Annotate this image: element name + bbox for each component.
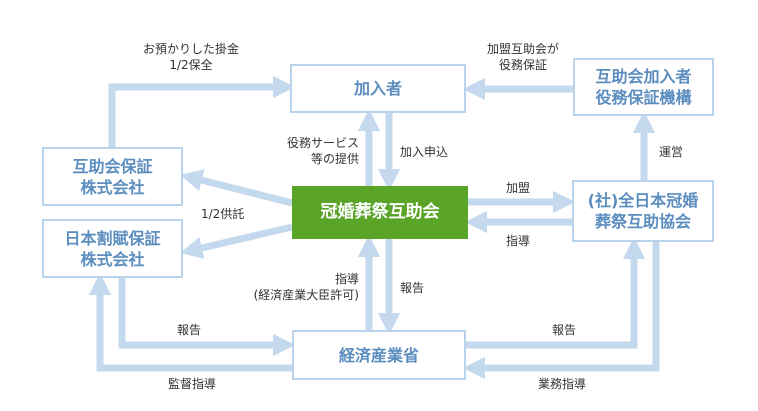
label-management: 運営: [659, 145, 684, 159]
node-kikou: 互助会加入者 役務保証機構: [573, 58, 714, 116]
arrow-center-to-hosho: [180, 169, 293, 207]
node-kanyusha: 加入者: [290, 64, 466, 113]
arrow-deposit-to-kanyusha: [108, 75, 296, 147]
label-membership: 加盟: [506, 181, 531, 195]
arrow-kyokai-to-meti: [462, 242, 660, 380]
node-kyokai: (社)全日本冠婚 葬祭互助協会: [572, 180, 714, 242]
label-business-guidance: 業務指導: [538, 377, 587, 391]
label-member-guarantee: 加盟互助会が 役務保証: [486, 42, 559, 72]
label-half-trust: 1/2供託: [201, 207, 245, 221]
arrow-center-to-wappu: [180, 223, 293, 259]
label-permit: 指導 (経済産業大臣許可): [253, 272, 359, 302]
label-guidance: 指導: [506, 234, 531, 248]
node-meti: 経済産業省: [292, 330, 466, 380]
arrow-wappu-to-meti: [118, 278, 296, 357]
label-report-right: 報告: [552, 323, 577, 337]
label-application: 加入申込: [400, 145, 449, 159]
node-hosho-kaisha: 互助会保証 株式会社: [42, 147, 183, 206]
node-center: 冠婚葬祭互助会: [292, 186, 468, 239]
label-service: 役務サービス 等の提供: [286, 136, 359, 166]
label-report-center: 報告: [400, 281, 425, 295]
label-deposit: お預かりした掛金 1/2保全: [142, 42, 239, 72]
label-supervision: 監督指導: [168, 377, 217, 391]
arrow-meti-to-wappu: [88, 272, 292, 372]
label-report-left: 報告: [177, 323, 202, 337]
node-wappu-kaisha: 日本割賦保証 株式会社: [42, 219, 183, 278]
arrow-meti-to-kyokai: [466, 236, 646, 349]
